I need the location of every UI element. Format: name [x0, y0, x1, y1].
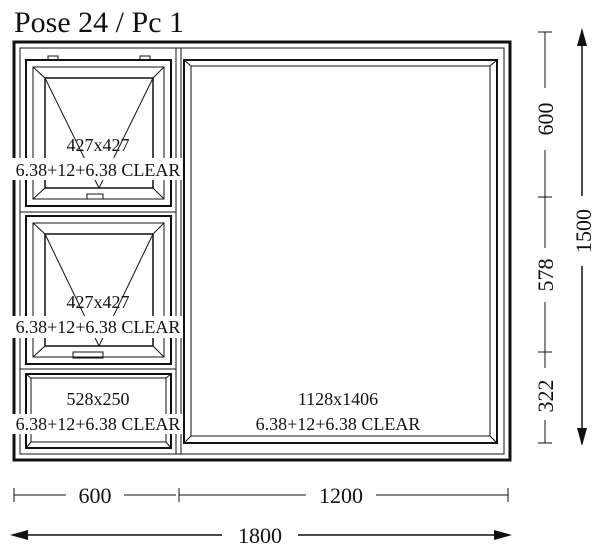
arrow-left-icon: [10, 530, 28, 540]
arrow-down-icon: [577, 428, 587, 446]
dimension-heights: [538, 31, 552, 444]
dimension-height-top: 600: [533, 103, 558, 136]
dimension-total-height: [577, 28, 587, 446]
pane-glass-right: 6.38+12+6.38 CLEAR: [256, 414, 421, 434]
sash-top-left: [25, 55, 172, 207]
dimension-widths: [13, 488, 509, 502]
arrow-right-icon: [494, 530, 512, 540]
sash-mid-left: [20, 211, 176, 365]
mullion: [175, 48, 182, 454]
handle-icon: [72, 351, 104, 359]
pane-size-mid-left: 427x427: [67, 292, 130, 312]
dimension-total-width: [10, 530, 512, 540]
dimension-width-right: 1200: [319, 483, 363, 508]
pane-size-top-left: 427x427: [67, 135, 130, 155]
dimension-height-bottom: 322: [533, 380, 558, 413]
handle-icon: [86, 193, 104, 200]
pane-glass-top-left: 6.38+12+6.38 CLEAR: [16, 160, 181, 180]
pane-right: [183, 59, 498, 444]
dimension-width-total: 1800: [238, 523, 282, 548]
outer-frame: [12, 40, 512, 462]
drawing-title: Pose 24 / Pc 1: [14, 6, 184, 39]
pane-glass-bottom-left: 6.38+12+6.38 CLEAR: [16, 414, 181, 434]
dimension-height-total: 1500: [571, 209, 596, 253]
dimension-height-mid: 578: [533, 259, 558, 292]
pane-size-right: 1128x1406: [298, 389, 378, 409]
dimension-width-left: 600: [79, 483, 112, 508]
pane-size-bottom-left: 528x250: [67, 389, 130, 409]
pane-glass-mid-left: 6.38+12+6.38 CLEAR: [16, 317, 181, 337]
arrow-up-icon: [577, 28, 587, 46]
pane-bottom-left: [20, 368, 176, 449]
